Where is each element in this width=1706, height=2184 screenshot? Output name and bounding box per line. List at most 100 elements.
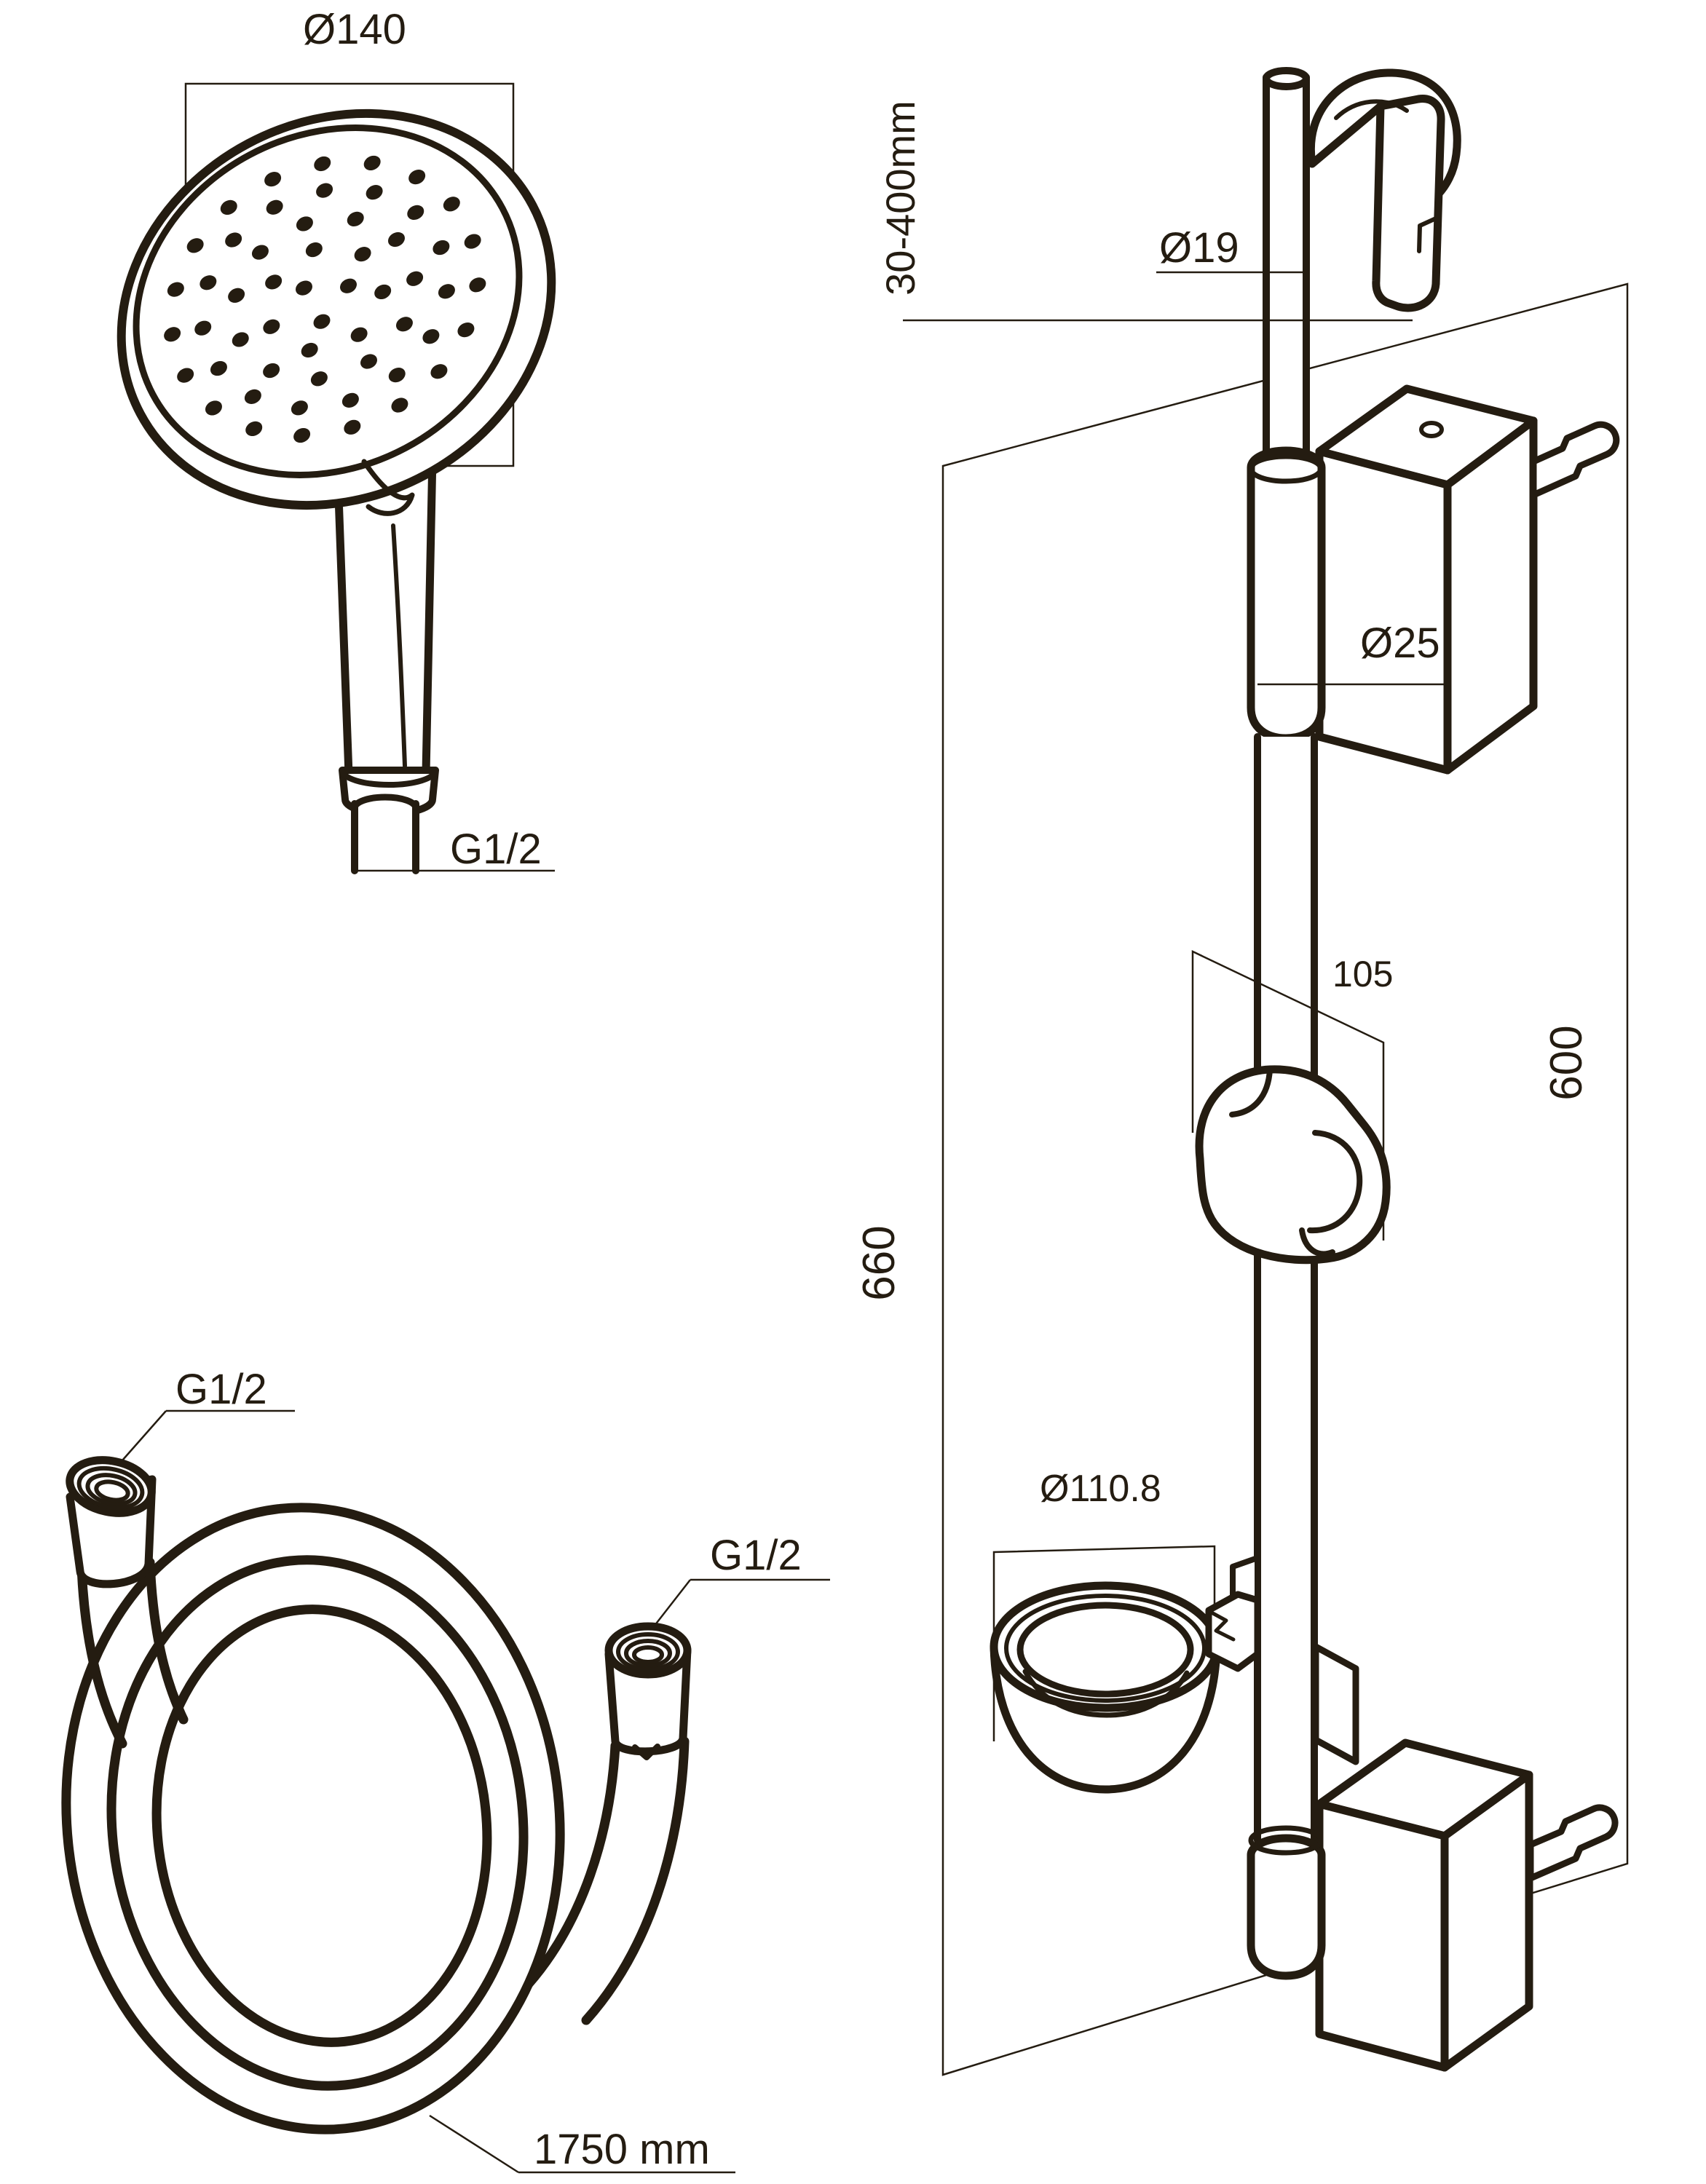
hose-outlet-thread-3 [632,1645,664,1664]
hose-length-label: 1750 mm [534,2126,710,2173]
nozzle-dot [408,169,426,185]
head-thread-label: G1/2 [450,826,542,873]
nozzle-dot [225,232,242,248]
upper-tube-top-cap [1263,67,1310,90]
nozzle-dot [350,327,368,342]
wall-plane [941,282,1629,2076]
nozzle-dot [360,354,377,369]
hose-loop-inner [151,1605,492,2047]
nozzle-dot [266,199,283,215]
nozzle-dot [200,275,217,290]
nozzle-dot [177,368,194,383]
nozzle-dot [395,317,413,332]
height-range-label: 30-400mm [877,100,923,296]
hose-tail-inlet-a [76,1562,127,1749]
nozzle-dot [347,211,364,227]
bottom-bracket-front-face [1315,1800,1449,2072]
nozzle-dot [164,327,181,342]
handset-holder-notch [1417,216,1438,253]
hose-inlet-thread-pointer [122,1410,167,1461]
handset-holder-flap [1372,95,1445,312]
top-bracket-front-face [1315,447,1452,775]
hose-outlet-connector-notch [632,1744,660,1760]
top-bracket-boss [1247,446,1326,743]
hose-inlet-thread-1 [76,1465,145,1511]
nozzle-dot [263,319,280,334]
head-connector-sides [351,800,419,874]
nozzle-dot [313,314,331,329]
total-height-label: 660 [854,1225,904,1300]
nozzle-dot [167,282,184,297]
hose-outlet-thread-label: G1/2 [710,1532,802,1579]
head-connector-body [355,805,416,871]
nozzle-dot [293,427,311,443]
nozzle-dot [374,284,392,300]
nozzle-dot [263,363,280,379]
bar-diameter-label: Ø25 [1360,620,1440,667]
nozzle-dot [296,216,313,232]
hose-outlet-thread-2 [624,1639,672,1668]
nozzle-dot [232,332,249,347]
slide-bar-figure: 30-400mm Ø19 Ø25 105 600 660 Ø110.8 [854,67,1629,2076]
nozzle-dot [387,232,405,248]
main-bar-fill [1257,737,1314,1840]
shower-head-figure: Ø140 G1/2 [117,6,556,874]
bottom-bracket-boss [1247,1834,1326,1980]
soap-dish-clamp-plate [1312,1643,1359,1765]
slider-holder-knob [1299,1227,1335,1257]
nozzle-dot [433,240,450,256]
nozzle-dot [366,185,383,200]
hose-tail-outlet-a [524,1741,620,1989]
soap-dish-clamp-jaw [1205,1591,1261,1672]
top-bracket-screw-hole [1419,421,1444,438]
hose-loop-middle [106,1555,529,2091]
nozzle-dot [210,360,227,376]
hose-inlet-thread-3 [94,1479,130,1503]
nozzle-dot [438,284,455,299]
holder-offset-label: 105 [1332,954,1393,994]
hose-length-pointer [429,2114,519,2174]
slider-holder-cup-opening [1307,1130,1363,1234]
nozzle-dot [296,280,312,296]
hose-outlet-thread-1 [616,1632,680,1671]
hose-inlet-thread-2 [85,1473,138,1506]
nozzle-dot [205,400,222,416]
nozzle-dot [407,205,424,221]
hose-tail-outlet-b [581,1736,690,2025]
hose-tail-inlet-b [145,1557,189,1725]
head-diameter-label: Ø140 [303,6,406,53]
nozzle-dot [391,397,408,413]
hose-outlet-thread-pointer [651,1579,691,1630]
nozzle-dot [464,234,481,249]
top-bracket-collar [1248,454,1324,484]
nozzle-dot [291,400,308,416]
mounting-distance-label: 600 [1541,1025,1592,1100]
spray-nozzles [164,155,486,443]
nozzle-dot [469,277,486,293]
bottom-bracket-wall-anchor [1527,1804,1619,1882]
nozzle-dot [354,247,371,262]
nozzle-dot [186,238,204,253]
bottom-bracket-collar [1248,1825,1324,1856]
nozzle-dot [301,342,318,358]
holder-dimension-plane [1191,950,1385,1241]
soap-dish-clamp-zigzag [1208,1610,1236,1642]
nozzle-dot [194,320,212,336]
nozzle-dot [310,371,328,387]
head-connector-top-edge [351,794,419,812]
nozzle-dot [220,199,237,215]
nozzle-dot [305,242,323,258]
nozzle-dot [228,288,245,303]
top-bracket-wall-anchor [1530,421,1620,499]
handle-seam-line [391,523,407,768]
nozzle-dot [314,156,331,172]
nozzle-dot [341,392,359,408]
handset-holder-inner-curve [1334,99,1409,120]
hose-figure: G1/2 G1/2 1750 mm [61,1366,830,2174]
nozzle-dot [339,278,357,293]
nozzle-dot [265,274,283,290]
handle-collar-top-edge [339,767,438,788]
nozzle-dot [316,183,333,198]
nozzle-dot [363,155,381,171]
